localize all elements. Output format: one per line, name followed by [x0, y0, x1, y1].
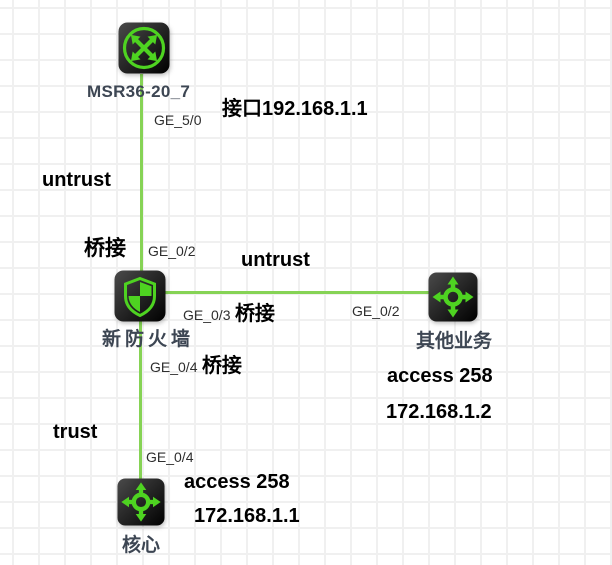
firewall-icon [114, 270, 166, 322]
annotation-access-other: access 258 [387, 365, 493, 387]
port-bridge-ge03: GE_0/3 桥接 [183, 297, 275, 326]
firewall-label: 新防火墙 [102, 329, 195, 350]
switch-other-node-icon[interactable] [428, 272, 478, 322]
switch-icon [428, 272, 478, 322]
switch-core-node-icon[interactable] [117, 477, 165, 527]
annotation-interface-ip: 接口192.168.1.1 [222, 98, 368, 120]
switch-icon [117, 478, 165, 526]
firewall-node-icon[interactable] [114, 270, 166, 322]
annotation-bridge-bottom: 桥接 [201, 355, 242, 377]
annotation-ip-other: 172.168.1.2 [386, 401, 492, 423]
switch-other-label: 其他业务 [416, 331, 493, 352]
annotation-bridge-mid: 桥接 [234, 303, 275, 325]
annotation-access-core: access 258 [184, 471, 290, 493]
port-label-fw-ge04: GE_0/4 [150, 359, 198, 375]
annotation-untrust-mid: untrust [241, 249, 310, 271]
switch-core-label: 核心 [122, 535, 161, 556]
port-label-fw-ge03: GE_0/3 [183, 307, 231, 323]
port-label-core-ge04: GE_0/4 [146, 449, 194, 465]
router-node-icon[interactable] [118, 22, 170, 74]
annotation-ip-core: 172.168.1.1 [194, 505, 300, 527]
link-firewall-core[interactable] [139, 296, 142, 482]
router-label: MSR36-20_7 [87, 82, 191, 101]
port-label-other-ge02: GE_0/2 [352, 303, 400, 319]
link-firewall-other[interactable] [141, 291, 453, 294]
port-label-router-ge50: GE_5/0 [154, 112, 202, 128]
link-router-firewall[interactable] [140, 74, 143, 304]
router-icon [118, 22, 170, 74]
annotation-bridge-top: 桥接 [84, 237, 126, 260]
annotation-untrust-top: untrust [42, 169, 111, 191]
annotation-trust: trust [53, 421, 98, 443]
port-label-fw-ge02: GE_0/2 [148, 243, 196, 259]
port-bridge-ge04: GE_0/4 桥接 [150, 349, 242, 378]
